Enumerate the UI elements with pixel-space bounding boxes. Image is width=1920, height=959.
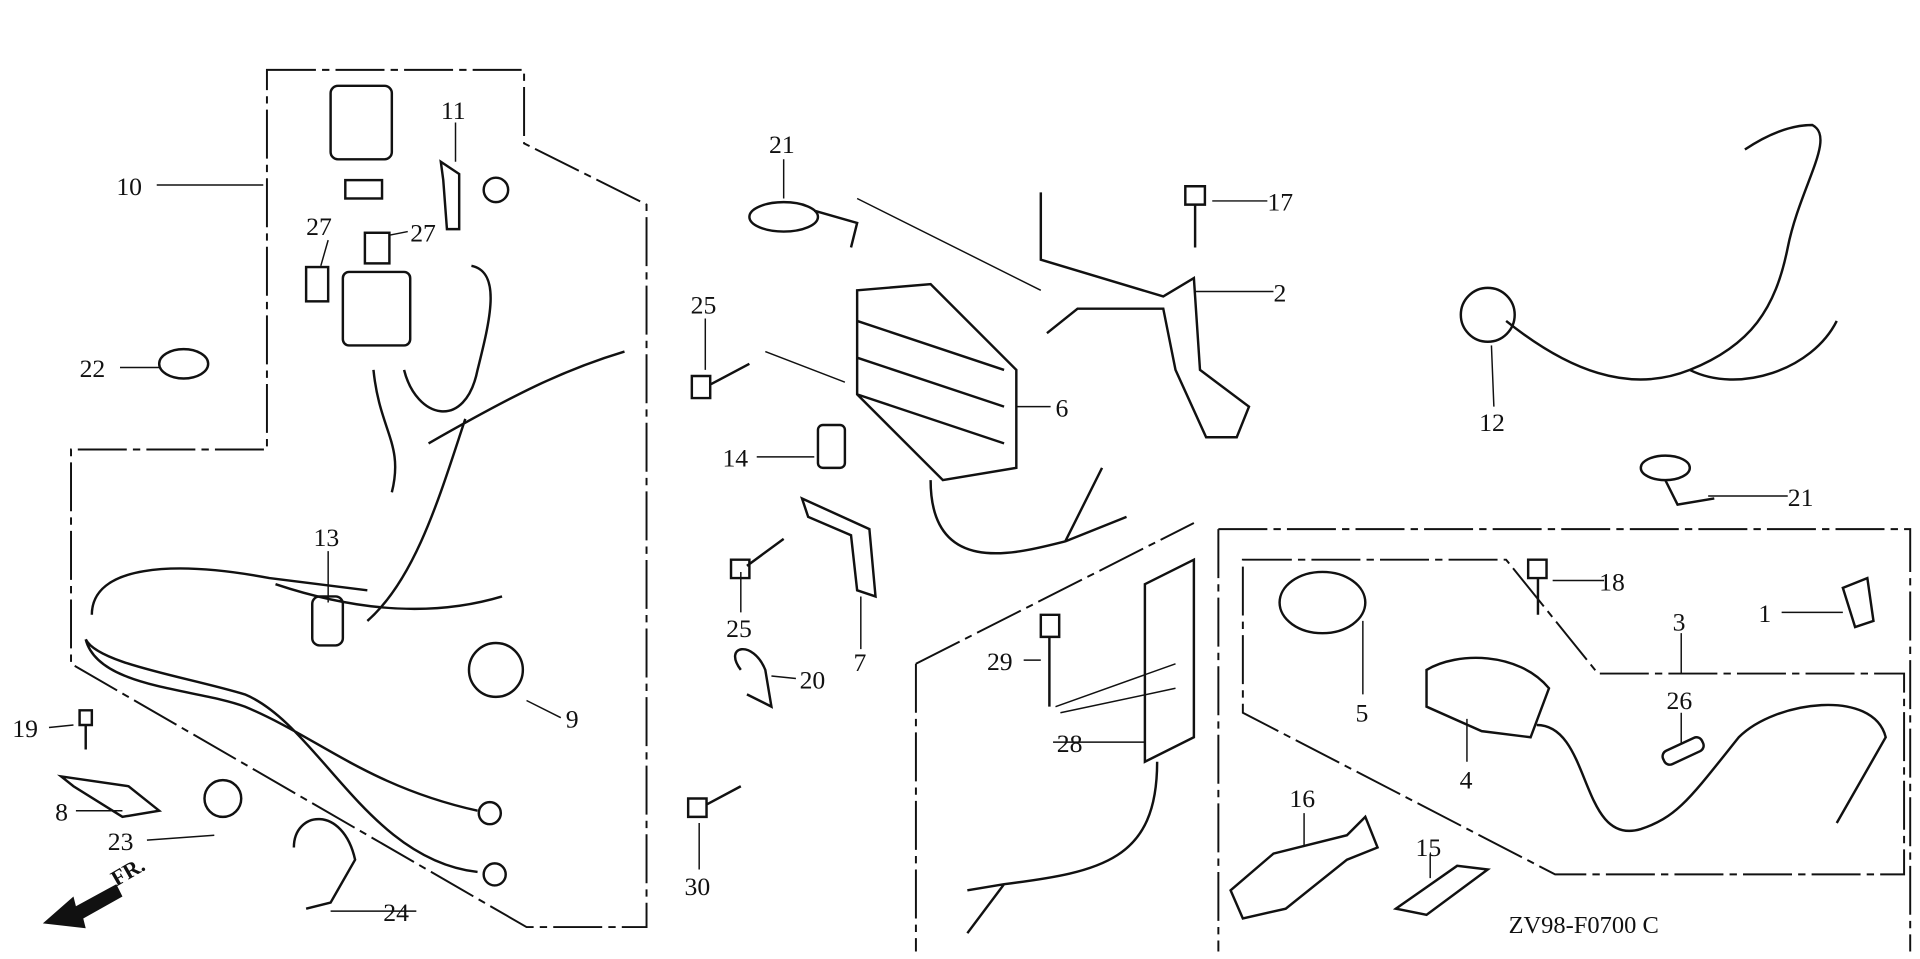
clamp-part-23 [203, 778, 243, 819]
switch-part-12 [1459, 286, 1516, 343]
label-9: 9 [566, 704, 579, 733]
label-29: 29 [987, 647, 1013, 676]
bracket-part-2 [1039, 192, 1251, 439]
grommet-part-22 [157, 347, 210, 380]
cord-part-3 [1536, 703, 1888, 833]
group-frame-right [1217, 528, 1912, 952]
label-27b: 27 [410, 218, 436, 247]
label-25a: 25 [691, 291, 717, 320]
group-frame-center [914, 522, 1195, 952]
bracket-part-7 [799, 496, 877, 599]
clamp-part-21 [748, 200, 859, 248]
label-23: 23 [108, 827, 134, 856]
label-21a: 21 [769, 130, 795, 159]
label-30: 30 [684, 872, 710, 901]
clamp-part-8 [56, 774, 163, 819]
fr-arrow-icon [42, 884, 123, 929]
label-8: 8 [55, 798, 68, 827]
label-25b: 25 [726, 614, 752, 643]
cap-part-5 [1278, 570, 1367, 635]
label-10: 10 [116, 172, 142, 201]
fuse-holder-part [341, 270, 412, 347]
subgroup-frame-3 [1241, 558, 1906, 876]
label-21b: 21 [1788, 483, 1814, 512]
label-13: 13 [313, 523, 339, 552]
label-7: 7 [853, 648, 866, 677]
label-4: 4 [1460, 766, 1473, 795]
label-26: 26 [1667, 686, 1693, 715]
label-27a: 27 [306, 212, 332, 241]
part-labels: 10 11 27 27 22 13 9 19 8 23 24 FR. 21 25… [12, 96, 1813, 939]
fuse-part-26 [1661, 736, 1705, 766]
cable-terminal-1 [477, 800, 503, 826]
band-part-24 [292, 817, 357, 910]
label-28: 28 [1057, 729, 1083, 758]
relay-part [329, 84, 394, 200]
label-20: 20 [800, 665, 826, 694]
clamp-part-13 [311, 595, 345, 647]
clip-part-20 [733, 648, 774, 709]
bolt-part-25a [690, 362, 750, 400]
bolt-part-19 [78, 709, 94, 750]
clamp-part-21b [1639, 454, 1715, 506]
cover-part-28 [1143, 557, 1196, 764]
label-5: 5 [1356, 698, 1369, 727]
label-part-15 [1392, 864, 1491, 917]
bolt-part-18 [1526, 558, 1548, 615]
label-front: FR. [106, 852, 149, 891]
clip-part-14 [816, 423, 847, 470]
wire-harness-part-12 [1505, 123, 1838, 381]
fuse-parts [304, 231, 391, 303]
regulator-rectifier-part-6 [855, 282, 1127, 555]
label-11: 11 [441, 96, 466, 125]
label-6: 6 [1056, 393, 1069, 422]
label-2: 2 [1273, 278, 1286, 307]
label-15: 15 [1416, 833, 1442, 862]
cord-part-28 [966, 761, 1159, 934]
drawing-code: ZV98-F0700 C [1509, 912, 1659, 939]
label-17: 17 [1267, 188, 1293, 217]
label-22: 22 [80, 354, 106, 383]
label-14: 14 [722, 444, 748, 473]
label-18: 18 [1599, 567, 1625, 596]
leader-lines [48, 122, 1843, 912]
bolt-part-30 [686, 785, 742, 819]
connector-cap-part-11 [439, 159, 510, 231]
bolt-part-17 [1184, 185, 1207, 248]
band-part-9 [467, 641, 525, 699]
bolt-part-29 [1039, 613, 1061, 707]
group-frame-left [70, 68, 648, 929]
bolt-part-25b [729, 537, 785, 580]
label-12: 12 [1479, 408, 1505, 437]
label-3: 3 [1673, 608, 1686, 637]
cable-terminal-2 [482, 862, 507, 887]
wire-harness-10 [366, 264, 625, 622]
label-24: 24 [383, 898, 409, 927]
label-1: 1 [1758, 599, 1771, 628]
label-16: 16 [1289, 784, 1315, 813]
cap-part-16 [1229, 814, 1380, 920]
cap-part-1 [1841, 576, 1875, 629]
label-19: 19 [12, 714, 38, 743]
holder-part-4 [1425, 656, 1551, 739]
battery-cable-part [84, 567, 503, 874]
